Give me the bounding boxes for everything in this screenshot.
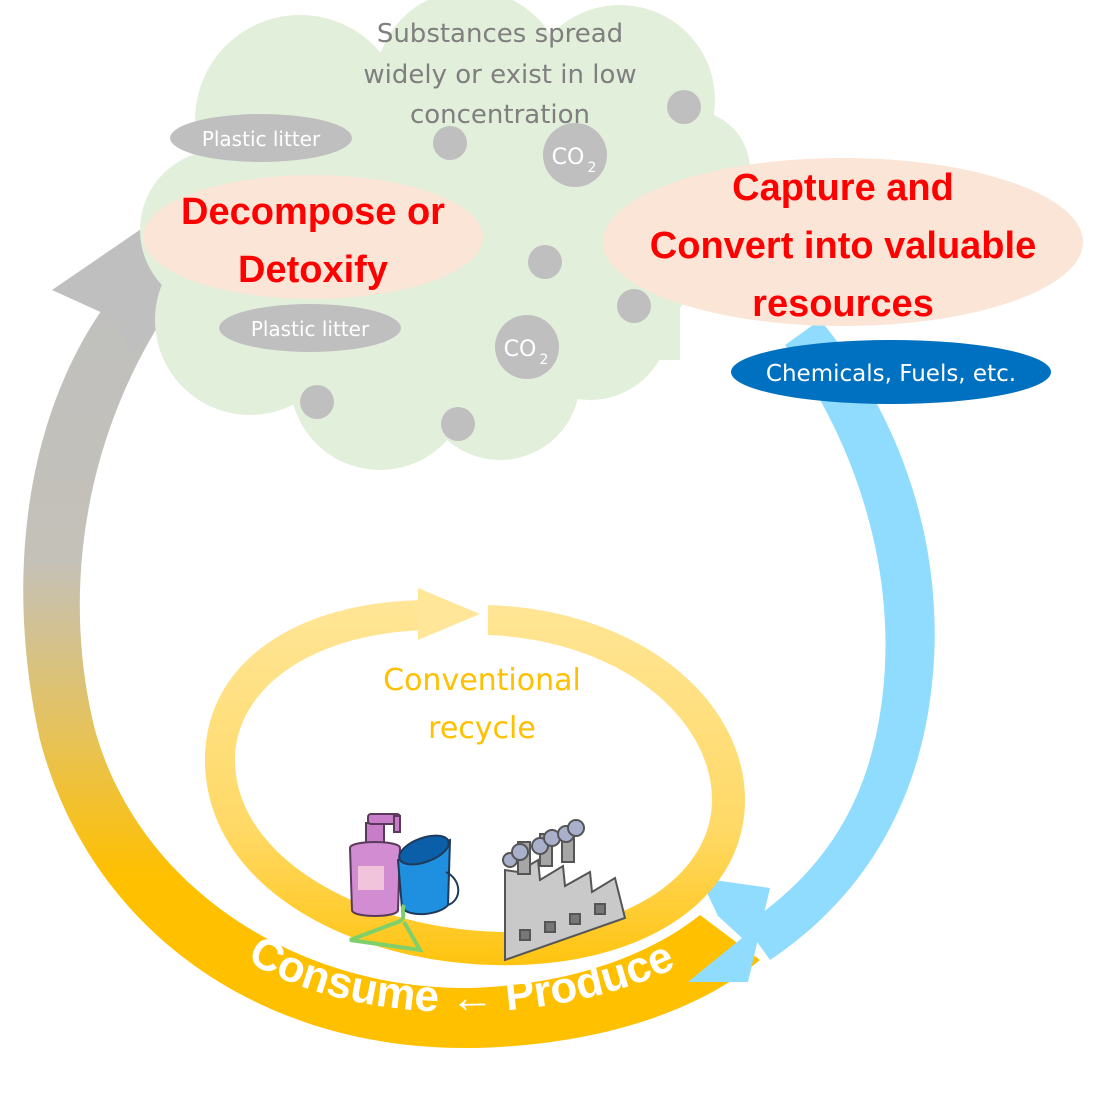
svg-text:concentration: concentration bbox=[410, 100, 590, 130]
substance-dots bbox=[300, 90, 701, 441]
factory-icon bbox=[502, 819, 627, 962]
co2-bubble-top: CO 2 bbox=[543, 123, 607, 187]
capture-convert-label: Capture and Convert into valuable resour… bbox=[603, 158, 1083, 326]
cloud-caption: Substances spread widely or exist in low… bbox=[363, 19, 636, 130]
svg-text:Conventional: Conventional bbox=[383, 663, 581, 698]
svg-text:Plastic litter: Plastic litter bbox=[251, 317, 370, 341]
conventional-recycle-label: Conventional recycle bbox=[383, 663, 581, 746]
co2-bubble-bottom: CO 2 bbox=[495, 315, 559, 379]
capture-return-arrow bbox=[688, 320, 935, 982]
svg-text:Substances spread: Substances spread bbox=[377, 19, 623, 49]
svg-text:resources: resources bbox=[752, 283, 934, 325]
conventional-recycle-loop bbox=[205, 588, 745, 966]
bucket-icon bbox=[396, 834, 460, 916]
decompose-detoxify-label: Decompose or Detoxify bbox=[143, 175, 483, 299]
svg-text:CO: CO bbox=[552, 145, 585, 170]
chemicals-fuels-badge: Chemicals, Fuels, etc. bbox=[731, 340, 1051, 404]
svg-text:Detoxify: Detoxify bbox=[238, 249, 388, 291]
svg-text:widely or exist in low: widely or exist in low bbox=[363, 60, 636, 90]
plastic-litter-pill-top: Plastic litter bbox=[170, 114, 352, 162]
plastic-litter-pill-bottom: Plastic litter bbox=[219, 304, 401, 352]
svg-text:recycle: recycle bbox=[428, 711, 536, 746]
svg-text:Capture and: Capture and bbox=[732, 167, 954, 209]
svg-text:Chemicals, Fuels, etc.: Chemicals, Fuels, etc. bbox=[766, 361, 1016, 387]
svg-text:2: 2 bbox=[540, 352, 549, 368]
svg-text:Decompose or: Decompose or bbox=[181, 191, 445, 233]
svg-text:CO: CO bbox=[504, 337, 537, 362]
pump-bottle-icon bbox=[348, 813, 402, 917]
svg-text:Plastic litter: Plastic litter bbox=[202, 127, 321, 151]
svg-text:Convert into valuable: Convert into valuable bbox=[650, 225, 1036, 267]
svg-text:2: 2 bbox=[588, 160, 597, 176]
hanger-icon bbox=[349, 904, 424, 953]
